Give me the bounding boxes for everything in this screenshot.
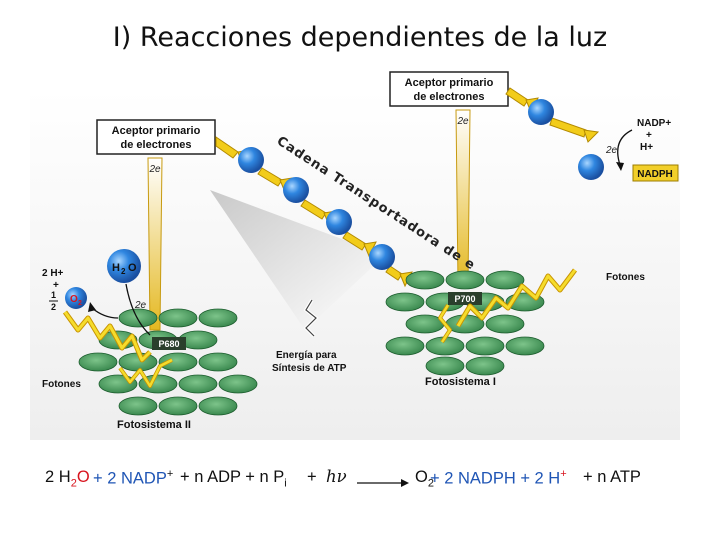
equation-products-o2: O2 bbox=[415, 468, 434, 489]
electrons-label-right: 2e bbox=[456, 116, 469, 127]
water-molecule bbox=[107, 249, 141, 283]
fotosistema-ii-label: Fotosistema II bbox=[117, 419, 191, 431]
equation-text: 2 H bbox=[45, 468, 71, 486]
electron-carrier-sphere bbox=[326, 209, 352, 235]
equation-reactants-part3: + n ADP + n Pi bbox=[180, 468, 287, 489]
nadph-label: NADPH bbox=[637, 169, 673, 180]
nadp-h-plus-label: H+ bbox=[640, 142, 653, 153]
equation-reactants-part1: 2 H2O bbox=[45, 468, 90, 489]
acceptor-left-line1: Aceptor primario bbox=[112, 125, 201, 137]
oxygen-o: O bbox=[70, 294, 78, 305]
energy-cone bbox=[210, 190, 385, 330]
nadp-curved-arrow bbox=[617, 129, 633, 166]
equation-superscript: + bbox=[166, 468, 174, 480]
equation-subscript: 2 bbox=[427, 477, 434, 490]
equation-plus: + bbox=[307, 468, 317, 486]
beam-photosystem-ii bbox=[147, 157, 163, 331]
equation-products-nadph: + 2 NADPH + 2 H+ bbox=[430, 468, 567, 489]
nadp-plus-label: NADP+ bbox=[637, 118, 671, 129]
water-2e-label: 2e bbox=[134, 300, 147, 311]
acceptor-right-line2: de electrones bbox=[414, 91, 485, 103]
equation-reactants-part2: + 2 NADP+ bbox=[93, 468, 173, 489]
equation-text: O bbox=[76, 468, 90, 486]
light-reactions-diagram: Aceptor primario de electrones Aceptor p… bbox=[30, 71, 680, 440]
acceptor-left-box bbox=[96, 119, 216, 155]
slide-title: I) Reacciones dependientes de la luz bbox=[112, 22, 608, 53]
fotones-left-label: Fotones bbox=[42, 379, 81, 390]
p680-label: P680 bbox=[158, 339, 179, 349]
electron-carrier-sphere bbox=[578, 154, 604, 180]
water-curve-arrow bbox=[125, 283, 151, 336]
overall-equation: 2 H2O + 2 NADP+ + n ADP + n Pi + hν O2 +… bbox=[45, 467, 705, 500]
electrons-label-left: 2e bbox=[148, 164, 161, 175]
nadp-2e-label: 2e bbox=[605, 145, 618, 156]
equation-text: O bbox=[415, 468, 428, 486]
two-h-plus-label: 2 H+ bbox=[42, 268, 64, 279]
p700-label: P700 bbox=[454, 294, 475, 304]
nadph-box bbox=[632, 164, 679, 182]
fotosistema-i-label: Fotosistema I bbox=[425, 376, 496, 388]
energia-line2: Síntesis de ATP bbox=[272, 363, 347, 374]
p700-box bbox=[448, 292, 482, 305]
equation-subscript: 2 bbox=[70, 477, 77, 490]
equation-text: + n ADP + n P bbox=[180, 468, 285, 486]
nadp-plus-sign: + bbox=[646, 130, 652, 141]
equation-arrow bbox=[357, 479, 409, 487]
water-plus-sign: + bbox=[53, 280, 59, 291]
fotones-right-label: Fotones bbox=[606, 272, 645, 283]
water-h: H bbox=[112, 262, 120, 274]
oxygen-sub: 2 bbox=[78, 300, 82, 307]
equation-products-atp: + n ATP bbox=[583, 468, 641, 486]
equation-text: + 2 NADP bbox=[93, 469, 167, 488]
electron-carrier-sphere bbox=[283, 177, 309, 203]
water-o: O bbox=[128, 262, 137, 274]
electron-carrier-sphere bbox=[238, 147, 264, 173]
equation-subscript: i bbox=[284, 477, 287, 490]
half-numerator: 1 bbox=[51, 290, 56, 300]
p680-box bbox=[152, 337, 186, 350]
equation-superscript: + bbox=[560, 468, 567, 480]
equation-light-energy: hν bbox=[326, 467, 347, 486]
acceptor-right-box bbox=[389, 71, 509, 107]
half-denominator: 2 bbox=[51, 302, 56, 312]
electron-carrier-sphere bbox=[528, 99, 554, 125]
acceptor-left-line2: de electrones bbox=[121, 139, 192, 151]
electron-carrier-sphere bbox=[369, 244, 395, 270]
equation-text: + 2 NADPH + 2 H bbox=[430, 469, 561, 488]
oxygen-molecule bbox=[65, 287, 87, 309]
energia-line1: Energía para bbox=[276, 350, 337, 361]
acceptor-right-line1: Aceptor primario bbox=[405, 77, 494, 89]
water-h-sub: 2 bbox=[121, 267, 126, 276]
